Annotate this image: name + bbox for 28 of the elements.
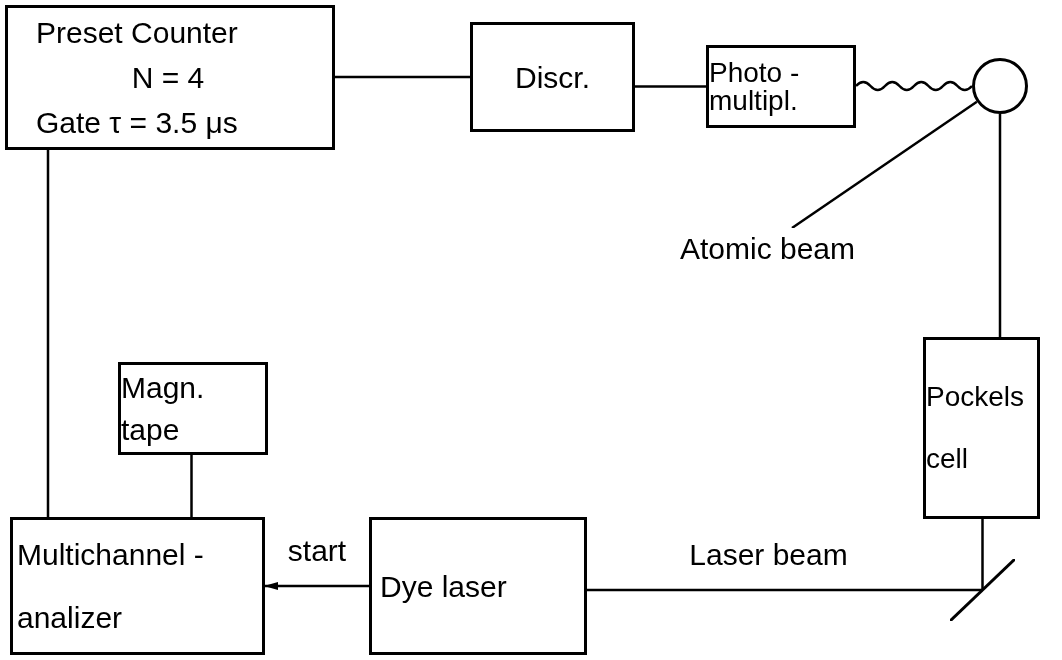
node-text: Dye laser	[380, 568, 507, 605]
node-text: Discr.	[515, 59, 590, 96]
block-box	[369, 517, 587, 655]
node-text: Multichannel - analizer	[17, 537, 205, 636]
block-box	[923, 337, 1040, 519]
node-text: Atomic beam	[679, 230, 856, 267]
connector-line	[981, 519, 984, 590]
block-box	[10, 517, 265, 655]
block-box	[706, 45, 856, 128]
connector-line	[46, 150, 50, 517]
node-text: Gate τ = 3.5 μs	[36, 105, 238, 141]
node-text: Photo - multipl.	[709, 58, 801, 115]
mirror	[950, 559, 1015, 621]
connector-line	[190, 455, 193, 517]
node-text: N = 4	[131, 60, 206, 96]
block-box	[5, 5, 335, 150]
node-text: Preset Counter	[36, 15, 238, 51]
connector-line	[335, 75, 470, 79]
connector-line	[998, 114, 1002, 337]
block-box	[118, 362, 268, 455]
wavy-line	[855, 80, 973, 92]
arrow	[264, 582, 369, 590]
leader-line	[791, 100, 978, 230]
block-box	[470, 22, 635, 132]
node-text: Magn. tape	[121, 369, 206, 448]
node-text: Pockels cell	[926, 380, 1026, 476]
connector-line	[587, 588, 983, 592]
connector-line	[635, 85, 706, 88]
